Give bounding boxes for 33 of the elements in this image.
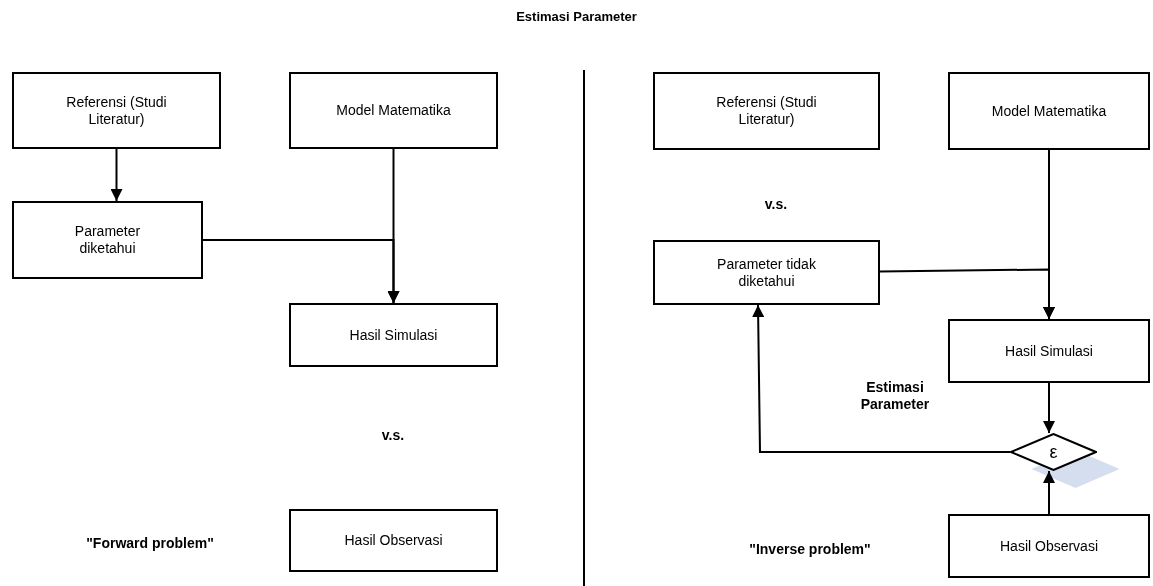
arrow xyxy=(1043,382,1055,434)
decision-diamond xyxy=(1010,433,1097,471)
diagram-title: Estimasi Parameter xyxy=(515,9,638,24)
process-box xyxy=(948,319,1150,383)
box-text: Model Matematika xyxy=(991,102,1107,120)
process-box xyxy=(12,201,203,279)
process-box xyxy=(653,72,880,150)
versus-label: v.s. xyxy=(764,196,788,212)
box-text: Model Matematika xyxy=(336,102,451,119)
box-text: Hasil Simulasi xyxy=(349,326,438,344)
box-text: Parameter diketahui xyxy=(73,223,142,257)
process-box xyxy=(948,72,1150,150)
box-text: Hasil Simulasi xyxy=(1005,342,1093,360)
arrow xyxy=(110,148,123,202)
arrow xyxy=(202,239,400,304)
arrow xyxy=(752,304,1011,453)
arrow xyxy=(879,268,1055,320)
box-text: Parameter tidak diketahui xyxy=(716,255,817,290)
process-box xyxy=(12,72,221,149)
arrow xyxy=(1043,470,1055,515)
box-text: Hasil Observasi xyxy=(1000,537,1098,555)
box-text: Referensi (Studi Literatur) xyxy=(715,94,818,128)
process-box xyxy=(948,514,1150,578)
process-box xyxy=(289,509,498,572)
problem-label: "Inverse problem" xyxy=(749,541,871,557)
box-text: Referensi (Studi Literatur) xyxy=(65,93,168,128)
box-text: Hasil Observasi xyxy=(344,532,443,549)
versus-label: v.s. xyxy=(381,427,405,443)
process-box xyxy=(289,72,498,149)
problem-label: "Forward problem" xyxy=(86,535,214,551)
process-box xyxy=(653,240,880,305)
box-text: ε xyxy=(1049,443,1058,461)
process-box xyxy=(289,303,498,367)
